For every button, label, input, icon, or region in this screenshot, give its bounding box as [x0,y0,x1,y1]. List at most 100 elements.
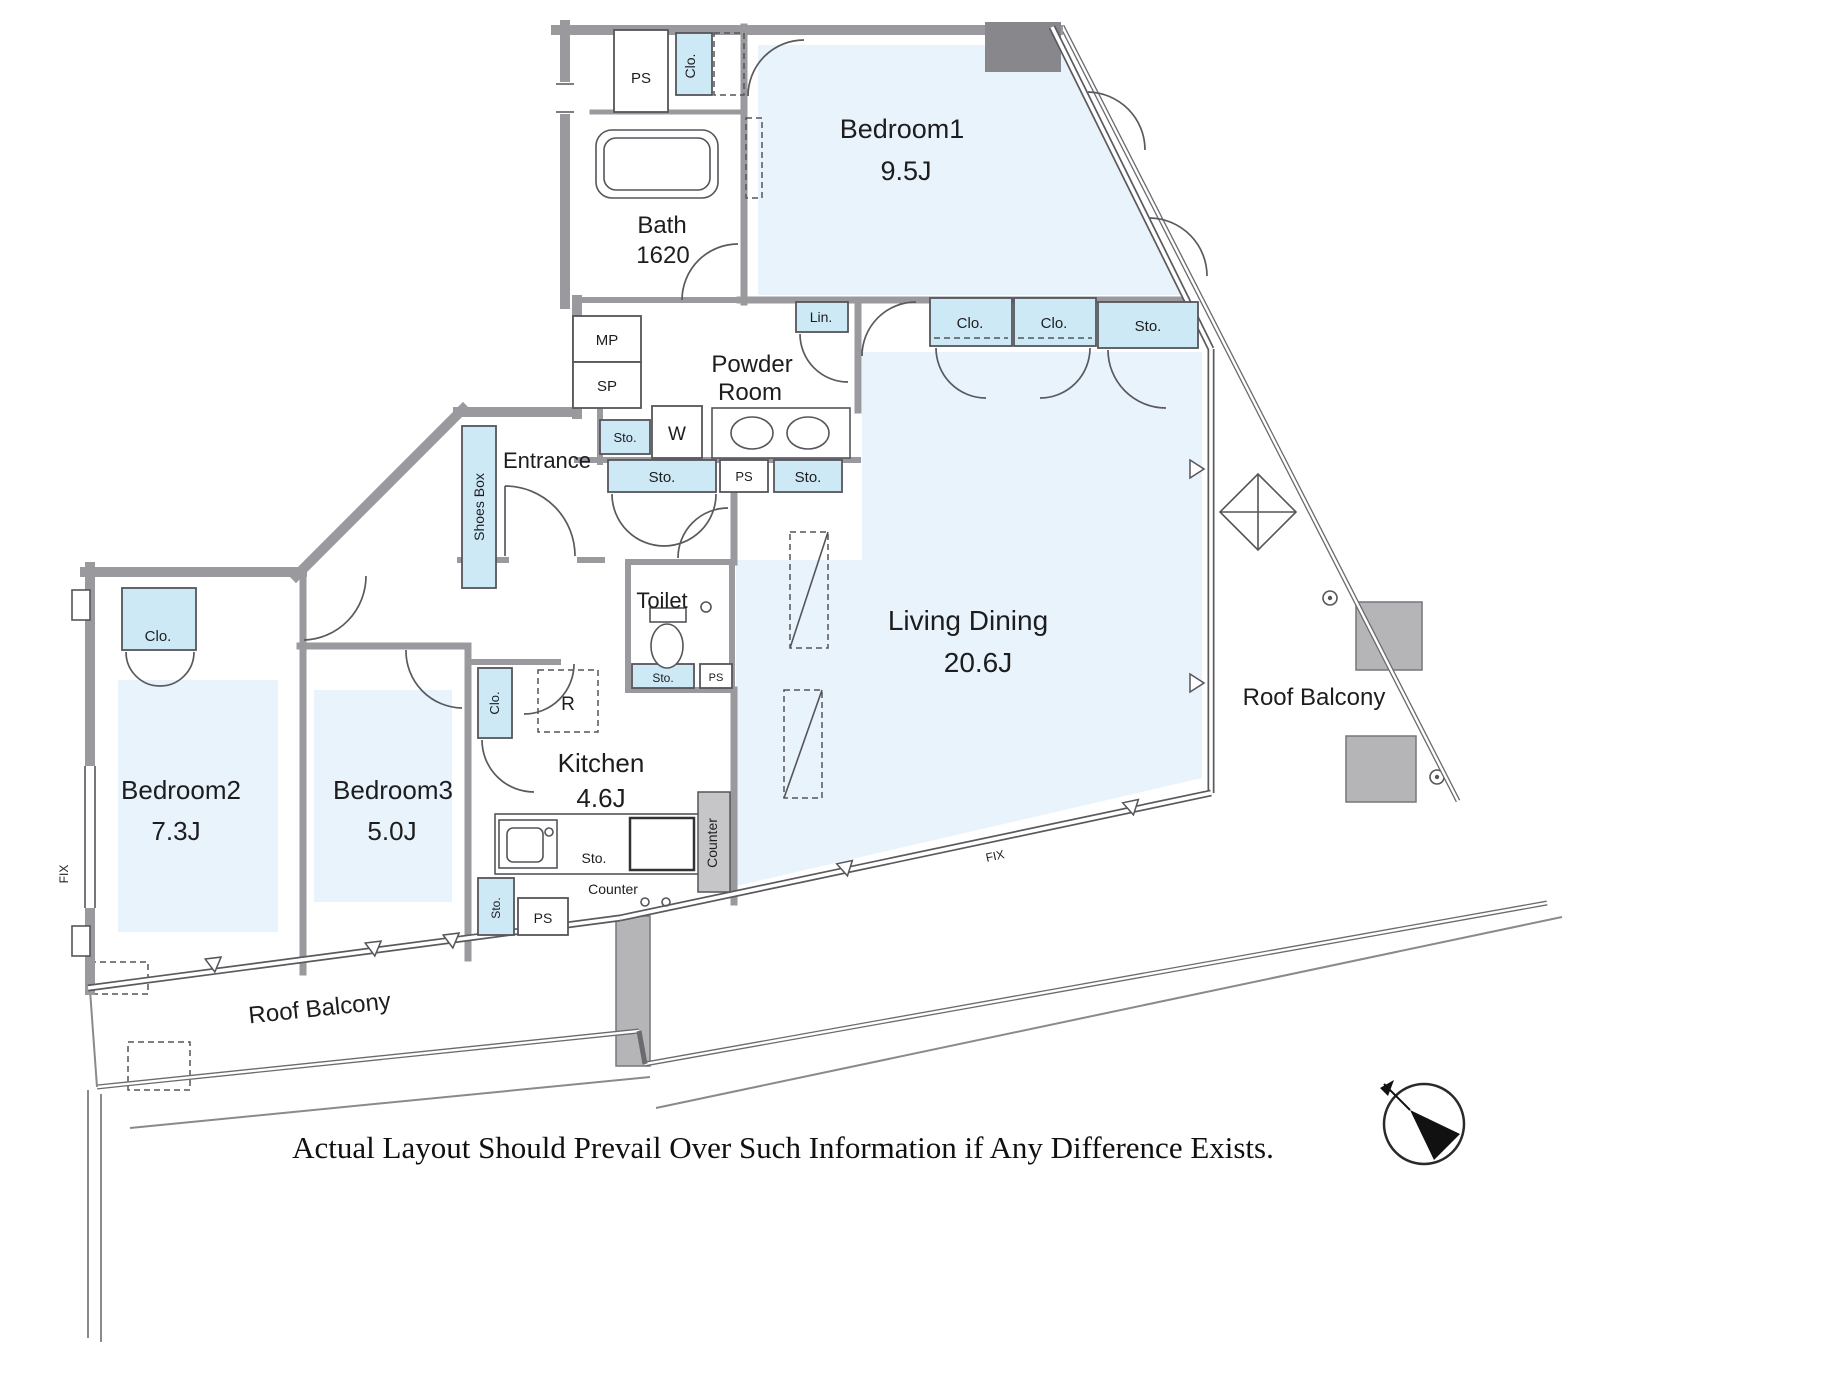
storage-bottom [477,877,515,936]
label-ps-toilet: PS [709,672,724,684]
label-sp: SP [597,378,617,395]
label-bedroom3-name: Bedroom3 [333,775,453,805]
floor-fills [118,45,1202,932]
label-counter-bottom: Counter [588,881,638,897]
label-living-dining-size: 20.6J [944,647,1013,678]
wall-vent-box [71,589,91,621]
furniture-placeholder [783,689,823,799]
label-bath-size: 1620 [636,242,689,269]
label-powder-line2: Room [718,379,782,406]
bathtub [595,129,719,199]
wall-block [985,22,1061,72]
bath-window [556,82,574,114]
window-marker-icon [835,859,854,878]
balcony-structure-block [1355,601,1423,671]
labels: PS Clo. Bedroom1 9.5J Bath 1620 Lin. Clo… [57,54,1385,1030]
label-bedroom3-size: 5.0J [367,816,416,846]
balcony-planter [127,1041,191,1091]
washer-space [651,405,703,459]
label-entrance: Entrance [503,448,591,473]
label-mp: MP [596,332,619,349]
label-bedroom1-size: 9.5J [880,156,931,186]
kitchen-counter [494,813,700,907]
label-ps-mid: PS [735,469,753,484]
label-ps-top: PS [631,70,651,87]
label-bedroom2-name: Bedroom2 [121,775,241,805]
window-direction-markers [203,458,1206,974]
storage-hall-wide [607,459,717,493]
counter-peninsula [697,791,731,893]
closet-kitchen [477,667,513,739]
closet-top-door [713,32,745,96]
window-marker-icon [1189,458,1206,480]
wall-vent-box [71,925,91,957]
storage-hall-right [773,459,843,493]
closet-top [675,32,713,96]
storage-entry-small [599,419,651,455]
balcony-railings [87,24,1563,1342]
label-storage-hall-wide: Sto. [649,469,676,486]
pipe-shaft-top [613,29,669,113]
label-roof-balcony-right: Roof Balcony [1243,684,1386,711]
refrigerator-space [537,669,599,733]
window-marker-icon [441,932,461,950]
label-closet-living-a: Clo. [957,315,984,332]
balcony-structure-block [1345,735,1417,803]
linen-box [795,301,849,333]
pipe-shaft-bottom [517,897,569,936]
compass-north-icon [1380,1080,1466,1166]
label-storage-entry: Sto. [613,430,636,445]
label-storage-toilet: Sto. [652,671,673,685]
label-living-dining-name: Living Dining [888,605,1048,636]
window-marker-icon [363,940,383,958]
closet-bedroom2 [121,587,197,651]
powder-room-vanity [711,407,851,459]
furniture-placeholder [789,531,829,649]
label-powder-line1: Powder [711,351,792,378]
label-storage-kitchen: Sto. [582,850,607,866]
shoes-box [461,425,497,589]
label-linen: Lin. [810,309,833,325]
label-shoes-box: Shoes Box [471,473,487,541]
label-closet-top: Clo. [682,54,698,79]
left-window [81,766,99,908]
fixtures [494,117,851,907]
label-bath-name: Bath [637,212,686,239]
label-ps-bottom: PS [534,910,553,926]
label-fridge: R [561,694,575,715]
label-storage-top-right: Sto. [1135,318,1162,335]
vent-marker-icon [1322,590,1338,606]
label-storage-hall-right: Sto. [795,469,822,486]
label-storage-bottom: Sto. [489,897,503,918]
shaft-panel-box [572,361,642,409]
label-kitchen-name: Kitchen [558,748,645,778]
label-washer: W [668,424,686,445]
disclaimer-text: Actual Layout Should Prevail Over Such I… [292,1130,1274,1165]
label-fix-left: FIX [57,865,71,884]
label-roof-balcony-bottom: Roof Balcony [247,988,392,1030]
label-counter-side: Counter [704,818,720,868]
balcony-features [89,472,1445,1091]
toilet-fixture [649,601,712,669]
label-closet-bedroom2: Clo. [145,628,172,645]
living-dining-floor [736,352,1202,886]
storage-top-right [1097,301,1199,349]
window-marker-icon [1189,672,1206,694]
bedroom3-floor [314,690,452,902]
pipe-shaft-toilet [699,663,733,689]
label-toilet: Toilet [636,588,687,613]
bedroom1-floor [758,45,1183,295]
pipe-shaft-mid [719,459,769,493]
meter-panel-box [572,315,642,363]
window-marker-icon [1121,798,1140,817]
niche-placeholder [745,117,763,199]
label-bedroom2-size: 7.3J [151,816,200,846]
label-closet-kitchen: Clo. [487,691,502,714]
label-closet-living-b: Clo. [1041,315,1068,332]
stove [628,816,696,872]
balcony-divider-wall [615,915,651,1067]
label-bedroom1-name: Bedroom1 [840,114,965,144]
bedroom2-floor [118,680,278,932]
